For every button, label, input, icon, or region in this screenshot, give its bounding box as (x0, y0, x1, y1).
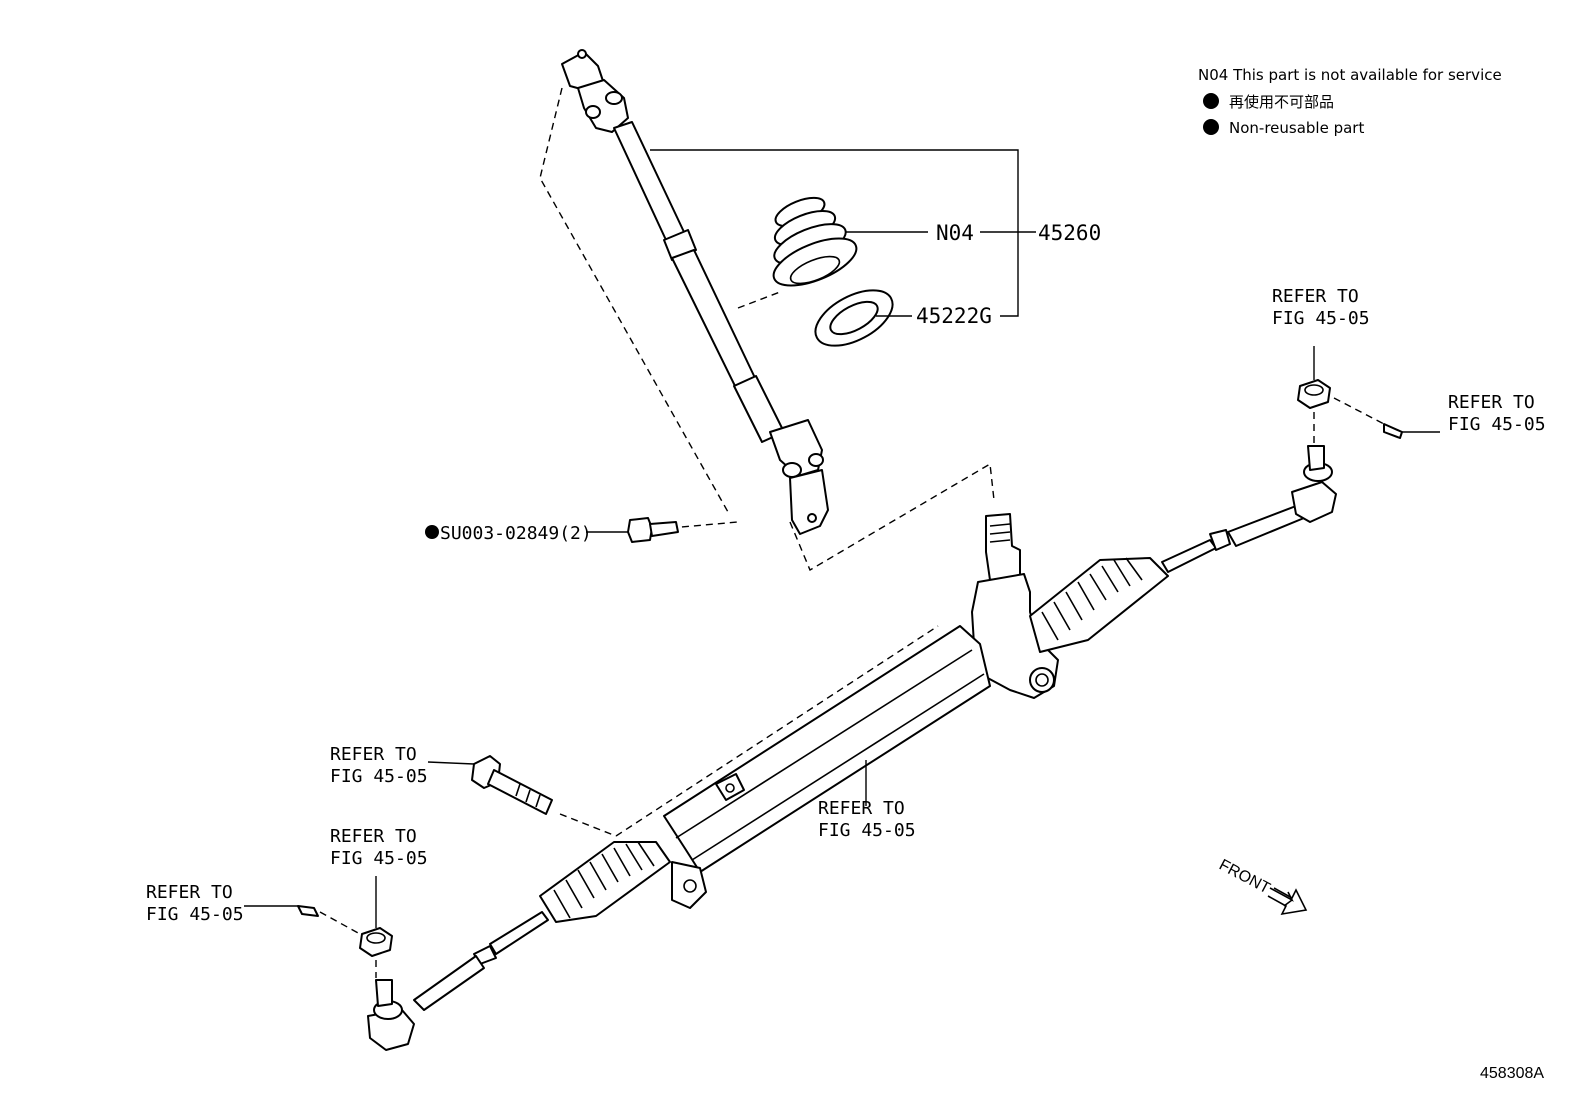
legend-nonreusable-en: Non-reusable part (1229, 119, 1364, 137)
refer-label-left-nut: REFER TO FIG 45-05 (330, 826, 428, 869)
nonreusable-dot-icon (1203, 119, 1219, 135)
refer-label-mount-bolt: REFER TO FIG 45-05 (330, 744, 428, 787)
svg-text:FIG 45-05: FIG 45-05 (330, 766, 428, 787)
svg-text:REFER TO: REFER TO (818, 798, 905, 819)
refer-label-right-upper: REFER TO FIG 45-05 (1272, 286, 1370, 329)
mount-bolt (427, 755, 553, 815)
legend-n04-note: N04 This part is not available for servi… (1198, 66, 1502, 84)
seal-ring (814, 289, 894, 347)
legend-nonreusable-jp: 再使用不可部品 (1229, 93, 1334, 111)
svg-text:FIG 45-05: FIG 45-05 (330, 848, 428, 869)
svg-text:FIG 45-05: FIG 45-05 (818, 820, 916, 841)
label-n04: N04 (936, 221, 974, 245)
svg-text:REFER TO: REFER TO (330, 826, 417, 847)
label-45260: 45260 (1038, 221, 1101, 245)
svg-text:REFER TO: REFER TO (330, 744, 417, 765)
svg-text:REFER TO: REFER TO (1272, 286, 1359, 307)
refer-label-right-lower: REFER TO FIG 45-05 (1448, 392, 1546, 435)
rack-housing (367, 445, 1337, 1051)
dust-boot (772, 196, 858, 287)
figure-code: 458308A (1480, 1065, 1544, 1082)
legend: N04 This part is not available for servi… (1198, 66, 1502, 137)
right-nut (1297, 346, 1440, 444)
front-indicator: FRONT (1216, 857, 1308, 916)
label-bolt: SU003-02849(2) (440, 523, 592, 544)
label-45222g: 45222G (916, 304, 992, 328)
callout-lines-upper (650, 149, 1036, 317)
bolt-su003: SU003-02849(2) (425, 517, 679, 544)
svg-text:FIG 45-05: FIG 45-05 (1272, 308, 1370, 329)
intermediate-shaft (539, 49, 995, 572)
front-label: FRONT (1216, 857, 1273, 898)
nonreusable-dot-icon (425, 525, 439, 539)
svg-text:FIG 45-05: FIG 45-05 (1448, 414, 1546, 435)
svg-text:FIG 45-05: FIG 45-05 (146, 904, 244, 925)
svg-text:REFER TO: REFER TO (146, 882, 233, 903)
svg-text:REFER TO: REFER TO (1448, 392, 1535, 413)
nonreusable-dot-icon (1203, 93, 1219, 109)
refer-label-left-pin: REFER TO FIG 45-05 (146, 882, 244, 925)
refer-label-rack: REFER TO FIG 45-05 (818, 798, 916, 841)
left-nut (244, 876, 393, 978)
